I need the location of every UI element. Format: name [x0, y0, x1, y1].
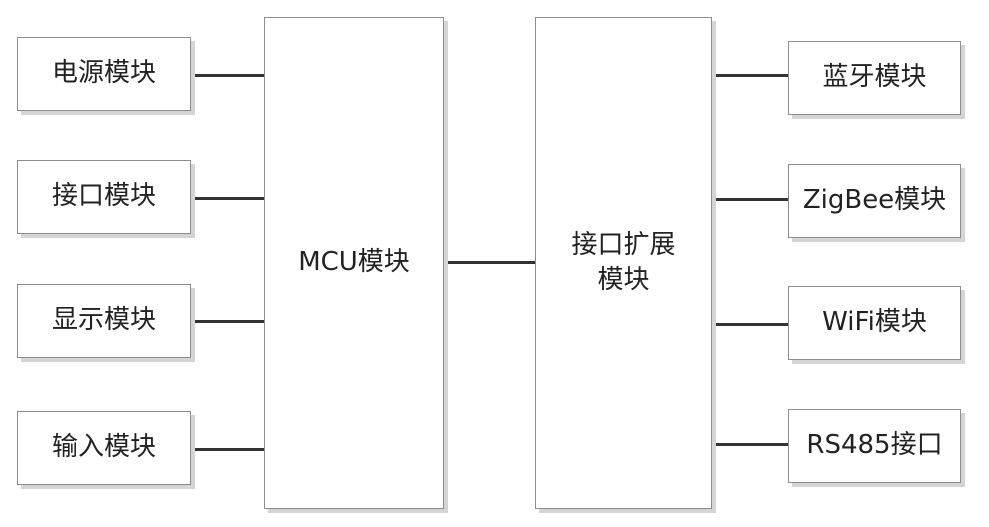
connector-expansion-zigbee: [711, 198, 789, 201]
mcu-module-box: MCU模块: [264, 17, 444, 509]
input-module-label: 输入模块: [51, 432, 156, 463]
connector-expansion-bluetooth: [711, 74, 789, 77]
interface-module-label: 接口模块: [51, 181, 156, 212]
zigbee-module-box: ZigBee模块: [788, 164, 961, 238]
display-module-label: 显示模块: [51, 305, 156, 336]
connector-input-mcu: [190, 448, 264, 451]
connector-expansion-wifi: [711, 323, 789, 326]
expansion-module-label-line2: 模块: [597, 265, 650, 295]
rs485-interface-label: RS485接口: [806, 430, 943, 461]
bluetooth-module-label: 蓝牙模块: [822, 62, 927, 93]
connector-expansion-rs485: [711, 443, 789, 446]
connector-power-mcu: [190, 74, 264, 77]
connector-interface-mcu: [190, 197, 264, 200]
expansion-module-box: 接口扩展 模块: [535, 17, 712, 509]
power-module-box: 电源模块: [17, 37, 191, 111]
power-module-label: 电源模块: [51, 58, 156, 89]
bluetooth-module-box: 蓝牙模块: [788, 41, 961, 115]
rs485-interface-box: RS485接口: [788, 409, 961, 483]
input-module-box: 输入模块: [17, 411, 191, 485]
interface-module-box: 接口模块: [17, 160, 191, 234]
expansion-module-label-line1: 接口扩展: [571, 229, 676, 260]
wifi-module-label: WiFi模块: [822, 307, 927, 338]
zigbee-module-label: ZigBee模块: [802, 185, 947, 216]
connector-mcu-expansion: [443, 261, 536, 264]
mcu-module-label: MCU模块: [298, 247, 410, 278]
connector-display-mcu: [190, 320, 264, 323]
display-module-box: 显示模块: [17, 284, 191, 358]
wifi-module-box: WiFi模块: [788, 286, 961, 360]
